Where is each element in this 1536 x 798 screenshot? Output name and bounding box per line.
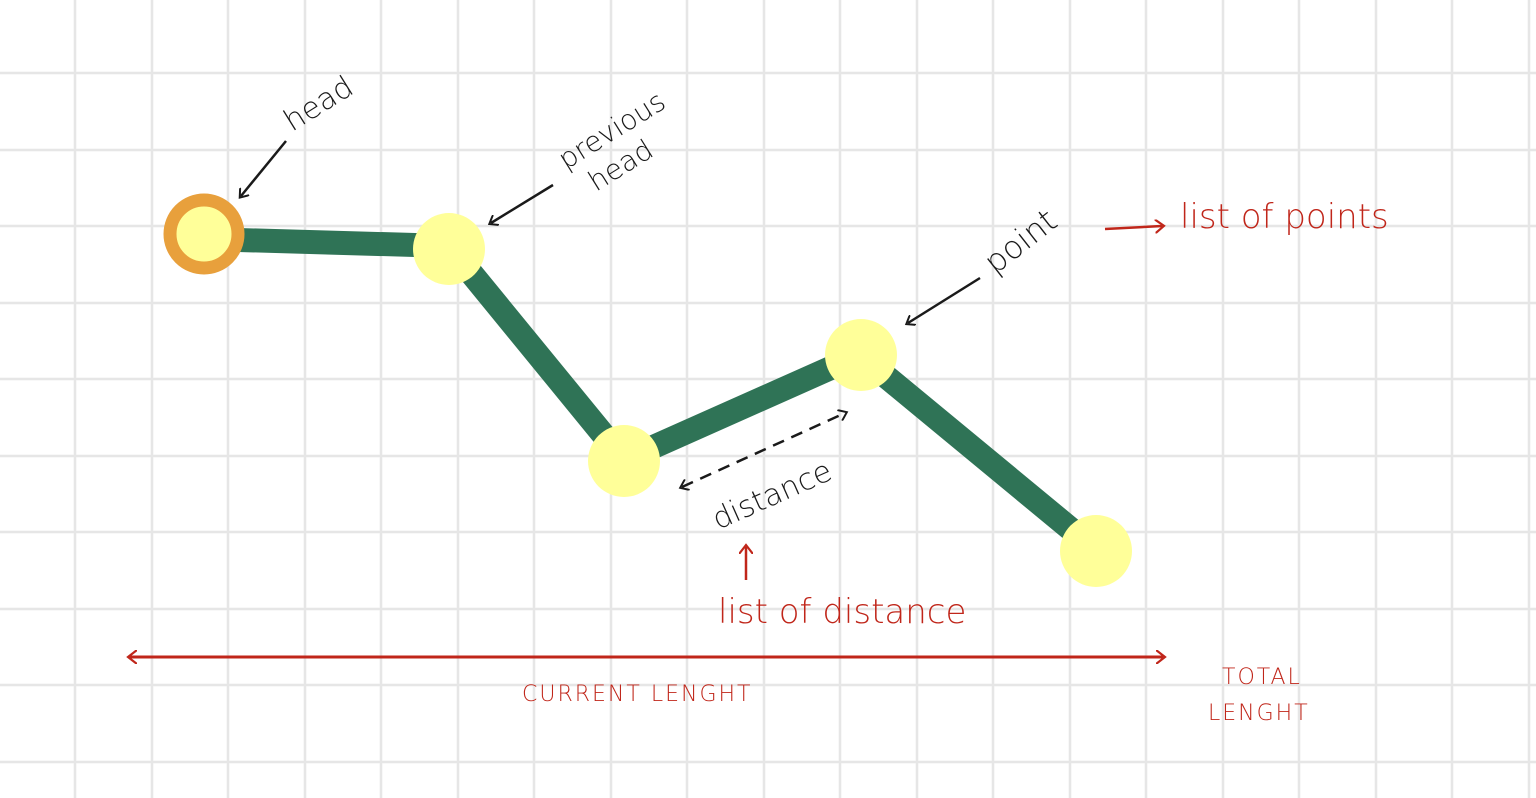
previous-head-arrow <box>491 183 554 223</box>
segment-2 <box>437 234 636 472</box>
list-of-points-label: list of points <box>1180 197 1389 237</box>
point-arrow <box>908 276 981 323</box>
previous-head-point <box>413 213 485 285</box>
list-of-points-arrow <box>1104 226 1162 229</box>
segment-3 <box>612 343 872 472</box>
segment-4 <box>848 343 1108 562</box>
total-length-label-line2: LENGHT <box>1208 701 1310 726</box>
total-length-label-line1: TOTAL <box>1222 665 1302 690</box>
current-length-label: CURRENT LENGHT <box>522 682 752 707</box>
head-point <box>163 193 245 275</box>
point-label: point <box>977 201 1065 281</box>
path-segments <box>192 227 1108 562</box>
segment-1 <box>192 227 461 258</box>
path-point-3 <box>588 425 660 497</box>
head-label: head <box>278 69 360 138</box>
tail-point <box>1060 515 1132 587</box>
list-of-distance-label: list of distance <box>718 592 966 632</box>
point-node <box>825 319 897 391</box>
distance-arrow <box>682 413 845 487</box>
head-arrow <box>241 140 287 196</box>
